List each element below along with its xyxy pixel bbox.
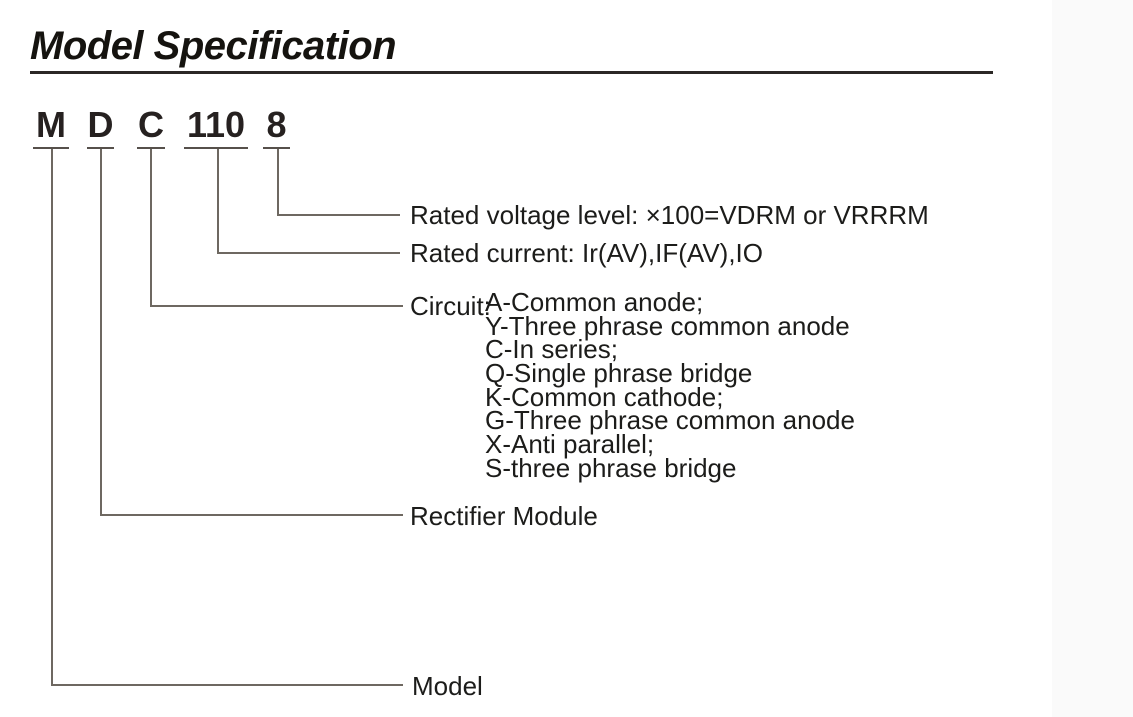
- voltage-level-label: Rated voltage level: ×100=VDRM or VRRRM: [410, 200, 929, 230]
- connector-circuit: [150, 149, 403, 307]
- circuit-option: C-In series;: [485, 334, 618, 365]
- rated-current-label: Rated current: Ir(AV),IF(AV),IO: [410, 238, 763, 268]
- connector-model: [51, 149, 403, 686]
- page-title: Model Specification: [30, 24, 397, 68]
- model-code-part-d: D: [87, 105, 114, 149]
- model-label: Model: [412, 671, 483, 701]
- model-code-part-current: 110: [184, 105, 248, 149]
- rectifier-module-label: Rectifier Module: [410, 501, 598, 531]
- circuit-option: S-three phrase bridge: [485, 452, 737, 483]
- model-code-part-m: M: [33, 105, 69, 149]
- circuit-option: G-Three phrase common anode: [485, 405, 855, 436]
- connector-current: [217, 149, 400, 254]
- connector-rectifier: [100, 149, 403, 516]
- circuit-options-list: A-Common anode; Y-Three phrase common an…: [485, 287, 855, 483]
- circuit-option: Q-Single phrase bridge: [485, 358, 753, 389]
- circuit-option: A-Common anode;: [485, 287, 704, 317]
- circuit-label: Circuit:: [410, 291, 491, 321]
- page-side-strip: [1052, 0, 1133, 717]
- connector-voltage: [277, 149, 400, 216]
- model-code-part-voltage: 8: [263, 105, 290, 149]
- circuit-option: K-Common cathode;: [485, 381, 724, 412]
- circuit-option: X-Anti parallel;: [485, 429, 655, 460]
- circuit-option: Y-Three phrase common anode: [485, 310, 850, 341]
- title-underline-rule: [30, 71, 993, 74]
- model-code-part-c: C: [137, 105, 165, 149]
